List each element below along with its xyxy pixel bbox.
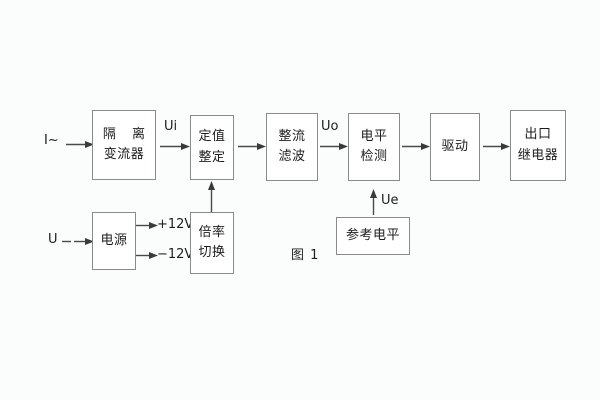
arrow-supply-negative	[136, 252, 158, 259]
signal-label-uo: Uo	[321, 119, 339, 134]
block-ratio-switch-line2: 切换	[198, 245, 226, 260]
block-setting-adjust-line2: 整定	[198, 149, 226, 165]
block-level-detection-line1: 电平	[360, 128, 388, 144]
signal-label-ue: Ue	[381, 193, 399, 208]
block-isolation-transformer-line1: 隔 离	[102, 126, 152, 142]
arrow-isolation-to-setting	[160, 143, 190, 150]
block-drive-line1: 驱动	[441, 138, 469, 154]
block-level-detection-line2: 检测	[360, 149, 388, 164]
block-output-relay-line1: 出口	[524, 127, 552, 143]
block-rectify-filter-line1: 整流	[278, 128, 306, 144]
block-output-relay-line2: 继电器	[517, 147, 559, 163]
arrow-voltage-input-to-power-supply	[62, 238, 94, 245]
arrow-rectify-to-level-detection	[320, 143, 348, 150]
block-output-relay[interactable]: 出口 继电器	[510, 110, 566, 181]
arrow-level-detection-to-drive	[402, 143, 430, 150]
arrow-reference-level-to-detection	[370, 189, 377, 215]
block-rectify-filter-line2: 滤波	[278, 149, 306, 164]
signal-label-supply-positive: +12V	[157, 217, 194, 232]
block-setting-adjust[interactable]: 定值 整定	[190, 115, 234, 180]
block-isolation-transformer[interactable]: 隔 离 变流器	[92, 110, 156, 180]
signal-label-current-input: I~	[44, 133, 59, 148]
signal-label-voltage-input: U	[48, 232, 58, 247]
block-reference-level-line1: 参考电平	[345, 227, 400, 243]
block-power-supply-line1: 电源	[100, 232, 128, 248]
block-ratio-switch-line1: 倍率	[198, 224, 226, 240]
signal-label-ui: Ui	[164, 119, 178, 134]
arrow-input-to-isolation	[66, 141, 94, 148]
block-setting-adjust-line1: 定值	[198, 129, 226, 145]
arrow-supply-positive	[136, 222, 158, 229]
block-isolation-transformer-line2: 变流器	[103, 147, 145, 162]
signal-label-supply-negative: −12V	[157, 247, 194, 262]
block-ratio-switch[interactable]: 倍率 切换	[190, 212, 234, 274]
block-level-detection[interactable]: 电平 检测	[348, 113, 400, 181]
arrow-ratio-switch-to-setting	[208, 181, 215, 212]
arrow-setting-to-rectify	[238, 143, 266, 150]
block-drive[interactable]: 驱动	[430, 113, 480, 181]
figure-caption: 图 1	[291, 248, 320, 263]
arrow-drive-to-output-relay	[483, 143, 510, 150]
block-power-supply[interactable]: 电源	[92, 212, 136, 270]
block-reference-level[interactable]: 参考电平	[336, 217, 410, 255]
block-rectify-filter[interactable]: 整流 滤波	[266, 113, 318, 181]
